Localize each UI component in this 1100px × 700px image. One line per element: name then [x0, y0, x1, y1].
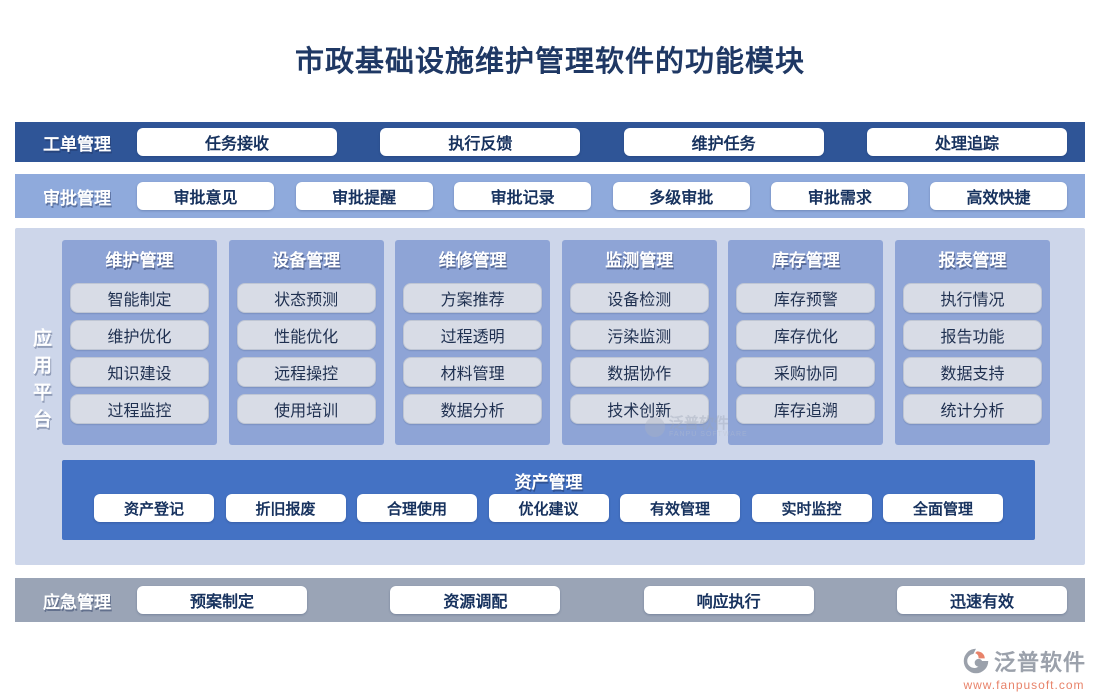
module-columns: 维护管理 智能制定 维护优化 知识建设 过程监控 设备管理 状态预测 性能优化 … — [62, 240, 1050, 445]
emergency-item: 迅速有效 — [896, 586, 1067, 614]
column-header: 监测管理 — [605, 251, 674, 270]
approval-item: 审批记录 — [454, 182, 592, 210]
approval-label: 审批管理 — [43, 188, 111, 208]
column-maintenance: 维护管理 智能制定 维护优化 知识建设 过程监控 — [62, 240, 217, 445]
work-order-item: 维护任务 — [623, 128, 824, 156]
footer-brand: 泛普软件 www.fanpusoft.com — [962, 645, 1086, 692]
column-header: 库存管理 — [771, 251, 840, 270]
approval-bar: 审批管理 审批意见 审批提醒 审批记录 多级审批 审批需求 高效快捷 — [15, 174, 1085, 218]
asset-item: 合理使用 — [357, 494, 477, 522]
module-item: 维护优化 — [70, 320, 209, 350]
approval-item: 高效快捷 — [929, 182, 1067, 210]
column-repair: 维修管理 方案推荐 过程透明 材料管理 数据分析 — [395, 240, 551, 445]
module-item: 数据支持 — [902, 357, 1042, 387]
column-header: 设备管理 — [272, 251, 341, 270]
brand-url: www.fanpusoft.com — [963, 678, 1085, 692]
asset-item: 有效管理 — [620, 494, 740, 522]
module-item: 库存追溯 — [736, 394, 876, 424]
module-item: 库存预警 — [736, 283, 876, 313]
module-item: 统计分析 — [902, 394, 1042, 424]
module-item: 采购协同 — [736, 357, 876, 387]
module-item: 过程监控 — [70, 394, 209, 424]
module-item: 库存优化 — [736, 320, 876, 350]
module-item: 知识建设 — [70, 357, 209, 387]
approval-item: 多级审批 — [612, 182, 750, 210]
brand-name: 泛普软件 — [993, 650, 1086, 675]
module-item: 方案推荐 — [403, 283, 543, 313]
module-item: 远程操控 — [236, 357, 376, 387]
asset-header: 资产管理 — [514, 473, 583, 492]
work-order-label: 工单管理 — [43, 134, 111, 154]
approval-buttons: 审批意见 审批提醒 审批记录 多级审批 审批需求 高效快捷 — [137, 182, 1085, 210]
column-header: 报表管理 — [938, 251, 1007, 270]
column-reports: 报表管理 执行情况 报告功能 数据支持 统计分析 — [894, 240, 1050, 445]
work-order-item: 执行反馈 — [380, 128, 581, 156]
column-monitoring: 监测管理 设备检测 污染监测 数据协作 技术创新 — [561, 240, 717, 445]
approval-item: 审批提醒 — [295, 182, 433, 210]
module-item: 数据分析 — [403, 394, 543, 424]
column-header: 维修管理 — [438, 251, 507, 270]
emergency-bar: 应急管理 预案制定 资源调配 响应执行 迅速有效 — [15, 578, 1085, 622]
module-item: 技术创新 — [569, 394, 709, 424]
asset-item: 折旧报废 — [225, 494, 346, 522]
asset-buttons: 资产登记 折旧报废 合理使用 优化建议 有效管理 实时监控 全面管理 — [62, 492, 1035, 522]
asset-item: 优化建议 — [488, 494, 609, 522]
module-item: 污染监测 — [569, 320, 709, 350]
emergency-buttons: 预案制定 资源调配 响应执行 迅速有效 — [137, 586, 1085, 614]
work-order-item: 任务接收 — [137, 128, 337, 156]
emergency-item: 响应执行 — [643, 586, 814, 614]
module-item: 设备检测 — [569, 283, 709, 313]
fanpu-logo-icon — [963, 648, 989, 674]
work-order-item: 处理追踪 — [866, 128, 1067, 156]
module-item: 过程透明 — [403, 320, 543, 350]
column-header: 维护管理 — [105, 251, 174, 270]
column-inventory: 库存管理 库存预警 库存优化 采购协同 库存追溯 — [728, 240, 884, 445]
module-item: 执行情况 — [902, 283, 1042, 313]
emergency-item: 预案制定 — [137, 586, 307, 614]
asset-item: 资产登记 — [94, 494, 214, 522]
approval-item: 审批需求 — [771, 182, 909, 210]
module-item: 使用培训 — [236, 394, 376, 424]
platform-label: 应用平台 — [30, 328, 51, 436]
application-platform-panel: 应用平台 维护管理 智能制定 维护优化 知识建设 过程监控 设备管理 状态预测 … — [15, 228, 1085, 565]
asset-item: 实时监控 — [751, 494, 872, 522]
emergency-item: 资源调配 — [390, 586, 561, 614]
asset-item: 全面管理 — [883, 494, 1003, 522]
approval-item: 审批意见 — [137, 182, 274, 210]
module-item: 状态预测 — [236, 283, 376, 313]
module-item: 性能优化 — [236, 320, 376, 350]
page-title: 市政基础设施维护管理软件的功能模块 — [294, 46, 805, 78]
module-item: 智能制定 — [70, 283, 209, 313]
work-order-buttons: 任务接收 执行反馈 维护任务 处理追踪 — [137, 128, 1085, 156]
column-equipment: 设备管理 状态预测 性能优化 远程操控 使用培训 — [228, 240, 384, 445]
module-item: 材料管理 — [403, 357, 543, 387]
work-order-bar: 工单管理 任务接收 执行反馈 维护任务 处理追踪 — [15, 122, 1085, 162]
asset-management-bar: 资产管理 资产登记 折旧报废 合理使用 优化建议 有效管理 实时监控 全面管理 — [62, 460, 1035, 540]
module-item: 数据协作 — [569, 357, 709, 387]
emergency-label: 应急管理 — [43, 592, 111, 612]
module-item: 报告功能 — [902, 320, 1042, 350]
